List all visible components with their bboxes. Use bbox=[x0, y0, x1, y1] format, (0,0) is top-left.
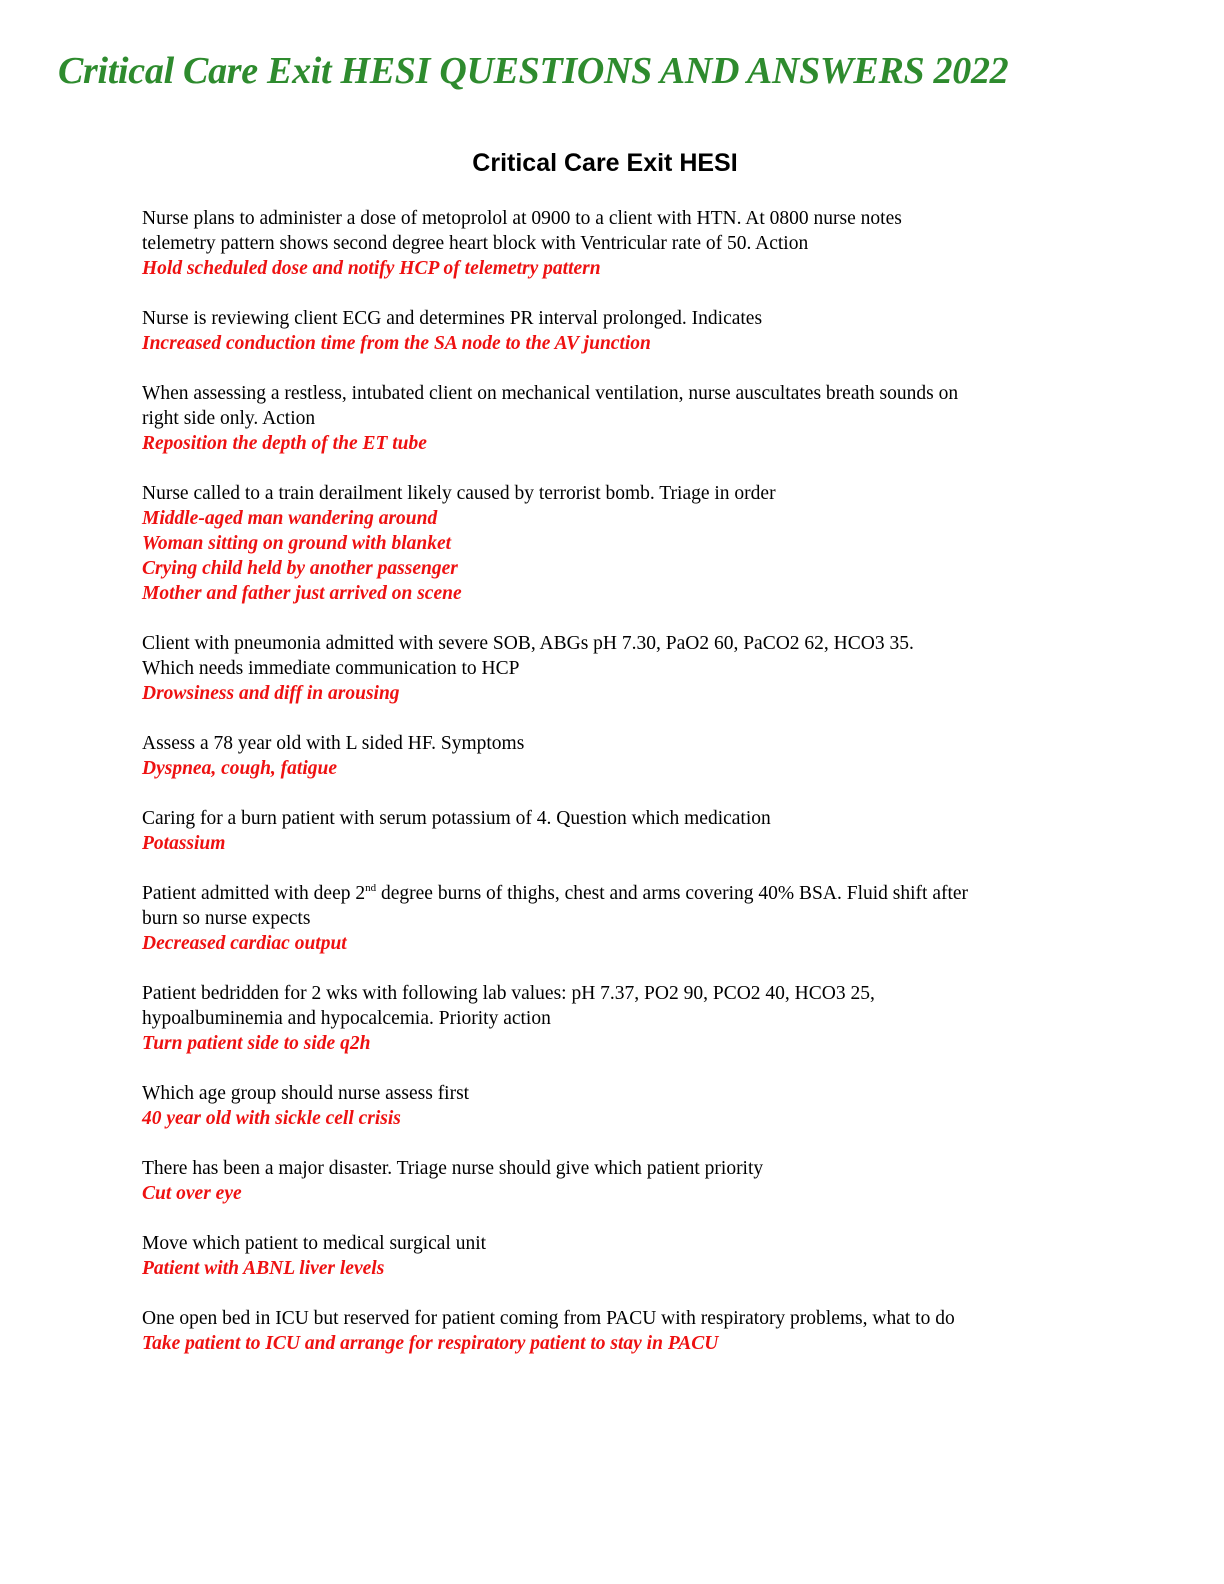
document-title: Critical Care Exit HESI bbox=[472, 149, 738, 177]
answer-line: Woman sitting on ground with blanket bbox=[142, 533, 452, 554]
qa-item: Move which patient to medical surgical u… bbox=[142, 1231, 1082, 1281]
qa-item: Patient bedridden for 2 wks with followi… bbox=[142, 981, 1082, 1056]
qa-item: Nurse called to a train derailment likel… bbox=[142, 481, 1082, 606]
question-line: One open bed in ICU but reserved for pat… bbox=[142, 1308, 955, 1329]
answer-line: Reposition the depth of the ET tube bbox=[142, 433, 427, 454]
ordinal-superscript: nd bbox=[365, 882, 377, 894]
question-line: Which age group should nurse assess firs… bbox=[142, 1083, 470, 1104]
question-line: Which needs immediate communication to H… bbox=[142, 658, 520, 679]
question-line: right side only. Action bbox=[142, 408, 316, 429]
qa-item: Nurse plans to administer a dose of meto… bbox=[142, 206, 1082, 281]
question-line: Move which patient to medical surgical u… bbox=[142, 1233, 487, 1254]
question-line: Nurse called to a train derailment likel… bbox=[142, 483, 776, 504]
question-line: Nurse is reviewing client ECG and determ… bbox=[142, 308, 763, 329]
answer-line: Increased conduction time from the SA no… bbox=[142, 333, 651, 354]
qa-item: There has been a major disaster. Triage … bbox=[142, 1156, 1082, 1206]
qa-item: One open bed in ICU but reserved for pat… bbox=[142, 1306, 1082, 1356]
answer-line: Cut over eye bbox=[142, 1183, 242, 1204]
qa-item: When assessing a restless, intubated cli… bbox=[142, 381, 1082, 456]
answer-line: Drowsiness and diff in arousing bbox=[142, 683, 400, 704]
question-line: Caring for a burn patient with serum pot… bbox=[142, 808, 771, 829]
qa-item: Caring for a burn patient with serum pot… bbox=[142, 806, 1082, 856]
answer-line: 40 year old with sickle cell crisis bbox=[142, 1108, 401, 1129]
qa-item: Nurse is reviewing client ECG and determ… bbox=[142, 306, 1082, 356]
question-line: Assess a 78 year old with L sided HF. Sy… bbox=[142, 733, 525, 754]
question-line: Client with pneumonia admitted with seve… bbox=[142, 633, 914, 654]
answer-line: Turn patient side to side q2h bbox=[142, 1033, 371, 1054]
answer-line: Take patient to ICU and arrange for resp… bbox=[142, 1333, 719, 1354]
answer-line: Patient with ABNL liver levels bbox=[142, 1258, 385, 1279]
qa-item: Patient admitted with deep 2nd degree bu… bbox=[142, 881, 1082, 956]
answer-line: Middle-aged man wandering around bbox=[142, 508, 438, 529]
question-line: Nurse plans to administer a dose of meto… bbox=[142, 208, 902, 229]
question-line: When assessing a restless, intubated cli… bbox=[142, 383, 959, 404]
answer-line: Crying child held by another passenger bbox=[142, 558, 458, 579]
answer-line: Decreased cardiac output bbox=[142, 933, 347, 954]
answer-line: Potassium bbox=[142, 833, 226, 854]
question-line: There has been a major disaster. Triage … bbox=[142, 1158, 764, 1179]
question-line: telemetry pattern shows second degree he… bbox=[142, 233, 809, 254]
question-line: burn so nurse expects bbox=[142, 908, 311, 929]
answer-line: Mother and father just arrived on scene bbox=[142, 583, 462, 604]
qa-list: Nurse plans to administer a dose of meto… bbox=[142, 206, 1082, 1381]
question-line: hypoalbuminemia and hypocalcemia. Priori… bbox=[142, 1008, 551, 1029]
qa-item: Assess a 78 year old with L sided HF. Sy… bbox=[142, 731, 1082, 781]
answer-line: Dyspnea, cough, fatigue bbox=[142, 758, 337, 779]
question-line: Patient admitted with deep 2nd degree bu… bbox=[142, 881, 1082, 906]
banner-title: Critical Care Exit HESI QUESTIONS AND AN… bbox=[58, 50, 1009, 92]
qa-item: Client with pneumonia admitted with seve… bbox=[142, 631, 1082, 706]
question-text-before-superscript: Patient admitted with deep 2 bbox=[142, 883, 366, 904]
question-text-after-superscript: degree burns of thighs, chest and arms c… bbox=[376, 883, 969, 904]
answer-line: Hold scheduled dose and notify HCP of te… bbox=[142, 258, 601, 279]
qa-item: Which age group should nurse assess firs… bbox=[142, 1081, 1082, 1131]
question-line: Patient bedridden for 2 wks with followi… bbox=[142, 983, 875, 1004]
